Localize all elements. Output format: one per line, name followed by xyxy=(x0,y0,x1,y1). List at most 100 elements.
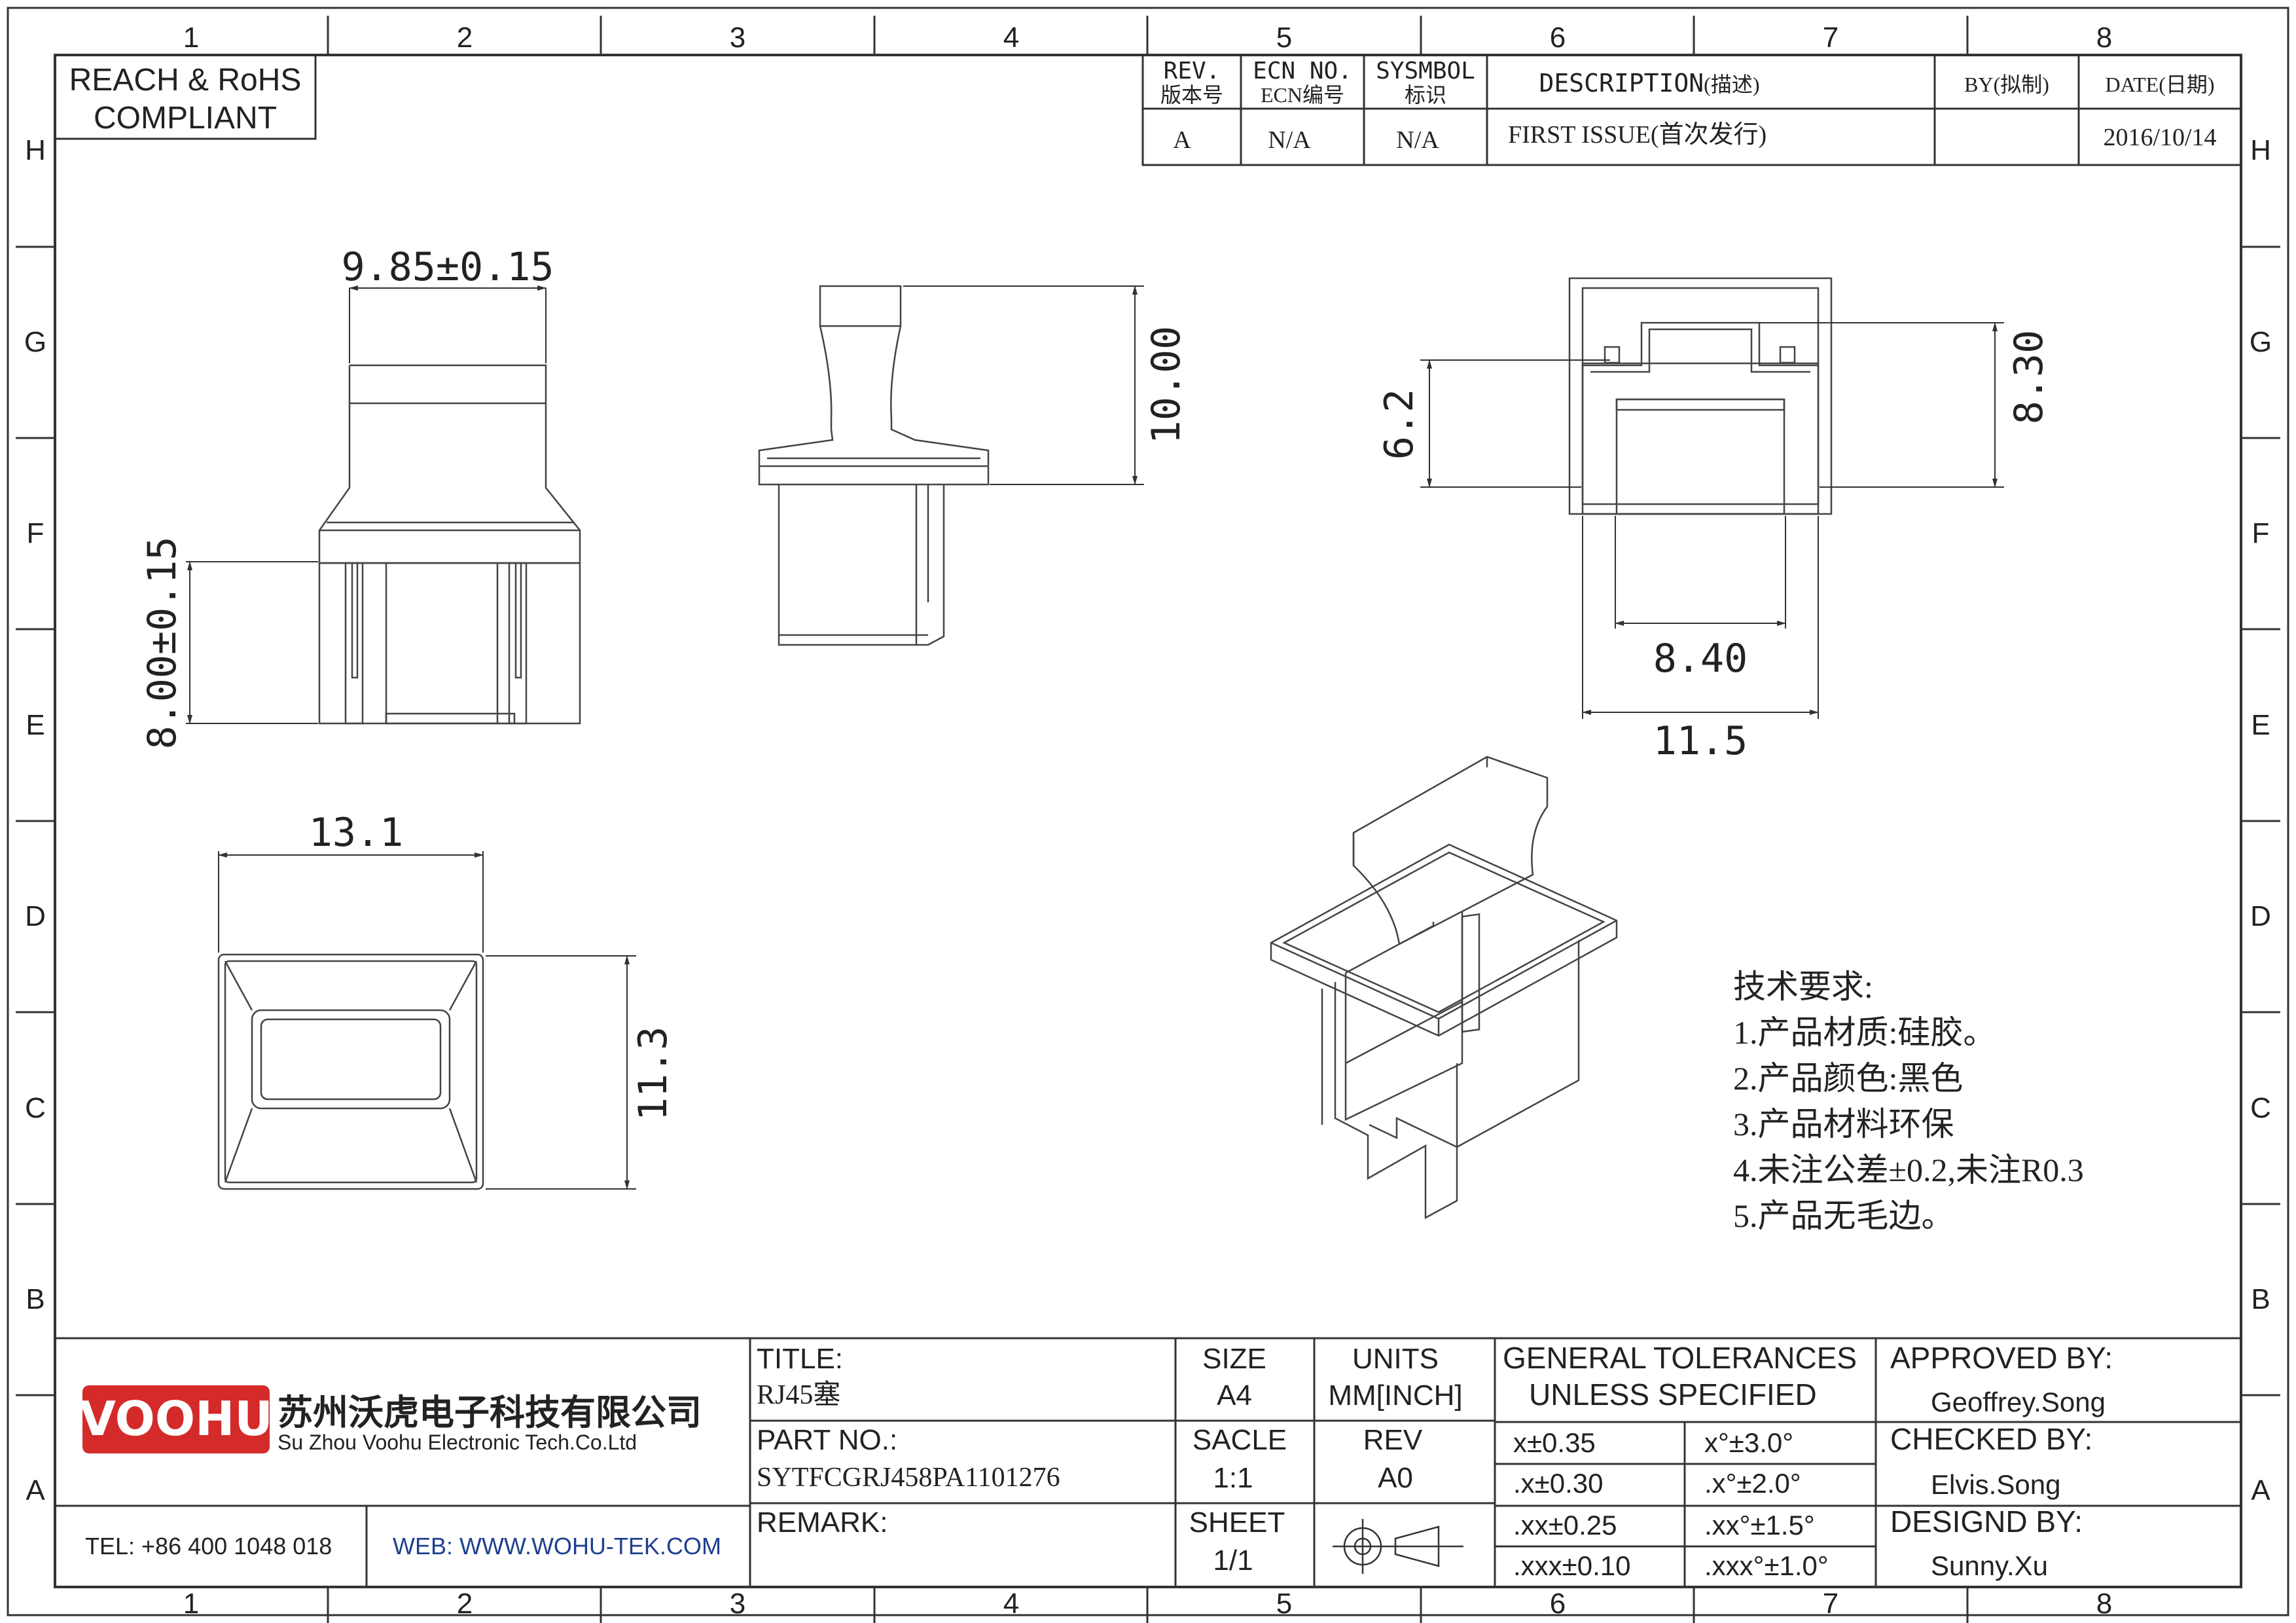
compliance-line2: COMPLIANT xyxy=(94,101,277,136)
size-value: A4 xyxy=(1217,1379,1252,1412)
row-label-right: F xyxy=(2252,517,2270,549)
zone-dividers xyxy=(16,16,2280,1623)
tolerance-linear: x±0.35 xyxy=(1513,1427,1596,1458)
web-link[interactable]: WEB: WWW.WOHU-TEK.COM xyxy=(393,1533,721,1559)
company-name-en: Su Zhou Voohu Electronic Tech.Co.Ltd xyxy=(278,1431,637,1454)
dim-bottom-height: 11.3 xyxy=(630,1027,676,1122)
partno-label: PART NO.: xyxy=(757,1424,897,1456)
ecn-header: ECN NO. xyxy=(1253,58,1352,84)
sheet-label: SHEET xyxy=(1189,1506,1285,1539)
logo-badge xyxy=(82,1385,270,1453)
rev-header-cn: 版本号 xyxy=(1160,83,1223,107)
compliance-box: REACH & RoHS COMPLIANT xyxy=(54,54,317,140)
approved-label: APPROVED BY: xyxy=(1890,1341,2113,1375)
front-view-dimensions xyxy=(186,285,547,724)
end-view-dimensions xyxy=(1420,322,2004,719)
description-header: DESCRIPTION(描述) xyxy=(1539,69,1760,98)
row-label-left: H xyxy=(25,134,46,166)
projection-symbol-icon xyxy=(1333,1519,1463,1574)
rev-value-tb: A0 xyxy=(1378,1462,1413,1494)
company-logo: VOOHU xyxy=(79,1385,273,1453)
tolerance-angular: x°±3.0° xyxy=(1704,1427,1793,1458)
col-label-top: 3 xyxy=(730,22,745,54)
row-label-right: A xyxy=(2251,1474,2270,1506)
tolerance-angular: .xxx°±1.0° xyxy=(1704,1550,1829,1581)
front-view xyxy=(318,364,581,725)
end-view xyxy=(1568,277,1833,515)
company-name-cn: 苏州沃虎电子科技有限公司 xyxy=(278,1392,702,1433)
dim-outer-width: 11.5 xyxy=(1653,718,1748,764)
row-label-left: C xyxy=(25,1092,46,1124)
side-view-dimensions xyxy=(903,285,1144,485)
date-header: DATE(日期) xyxy=(2105,73,2214,96)
rev-label: REV xyxy=(1363,1424,1423,1456)
bottom-view-dimensions xyxy=(218,851,636,1190)
col-label-bottom: 7 xyxy=(1823,1588,1839,1620)
row-label-right: B xyxy=(2251,1283,2270,1315)
approved-value: Geoffrey.Song xyxy=(1931,1387,2106,1417)
designed-value: Sunny.Xu xyxy=(1931,1550,2048,1581)
tolerance-linear: .xxx±0.10 xyxy=(1513,1550,1630,1581)
dim-top-width: 9.85±0.15 xyxy=(341,244,554,290)
compliance-line1: REACH & RoHS xyxy=(69,63,302,98)
tolerance-linear: .xx±0.25 xyxy=(1513,1510,1617,1541)
scale-value: 1:1 xyxy=(1213,1462,1253,1494)
col-label-top: 1 xyxy=(183,22,199,54)
row-label-left: G xyxy=(24,326,46,358)
revision-table: REV. 版本号 ECN NO. ECN编号 SYSMBOL 标识 DESCRI… xyxy=(1141,54,2242,166)
tech-req-item: 1.产品材质:硅胶。 xyxy=(1733,1014,1996,1051)
checked-value: Elvis.Song xyxy=(1931,1469,2060,1500)
row-label-right: C xyxy=(2250,1092,2271,1124)
tech-req-item: 3.产品材料环保 xyxy=(1733,1106,1954,1142)
tolerance-header-1: GENERAL TOLERANCES xyxy=(1503,1341,1857,1375)
symbol-value: N/A xyxy=(1396,126,1439,154)
rev-header: REV. xyxy=(1164,58,1221,84)
row-label-right: E xyxy=(2251,709,2270,741)
tech-requirements: 技术要求: 1.产品材质:硅胶。 2.产品颜色:黑色 3.产品材料环保 4.未注… xyxy=(1733,968,2084,1234)
dim-end-height-small: 6.2 xyxy=(1376,389,1422,460)
date-value: 2016/10/14 xyxy=(2103,124,2216,151)
remark-label: REMARK: xyxy=(757,1506,888,1539)
row-label-left: F xyxy=(27,517,45,549)
row-label-left: A xyxy=(26,1474,45,1506)
col-label-bottom: 5 xyxy=(1276,1588,1292,1620)
by-header: BY(拟制) xyxy=(1964,73,2049,96)
col-label-top: 6 xyxy=(1550,22,1566,54)
col-label-bottom: 1 xyxy=(183,1588,199,1620)
isometric-view xyxy=(1270,756,1618,1220)
title-label: TITLE: xyxy=(757,1343,843,1375)
symbol-header-cn: 标识 xyxy=(1405,83,1446,107)
tolerance-linear: .x±0.30 xyxy=(1513,1468,1603,1499)
tech-req-item: 5.产品无毛边。 xyxy=(1733,1197,1954,1234)
col-label-top: 4 xyxy=(1003,22,1019,54)
row-label-right: G xyxy=(2250,326,2272,358)
rev-value: A xyxy=(1173,126,1191,154)
dim-side-height: 10.00 xyxy=(1143,326,1189,445)
tolerance-angular: .xx°±1.5° xyxy=(1704,1510,1815,1541)
tolerance-angular: .x°±2.0° xyxy=(1704,1468,1801,1499)
tel-text: TEL: +86 400 1048 018 xyxy=(85,1533,332,1559)
scale-label: SACLE xyxy=(1193,1424,1287,1456)
col-label-top: 5 xyxy=(1276,22,1292,54)
description-value: FIRST ISSUE(首次发行) xyxy=(1508,121,1767,149)
dim-bottom-width: 13.1 xyxy=(309,810,404,856)
col-label-bottom: 6 xyxy=(1550,1588,1566,1620)
tech-req-item: 4.未注公差±0.2,未注R0.3 xyxy=(1733,1152,2084,1188)
size-label: SIZE xyxy=(1202,1343,1266,1375)
dim-end-height: 8.30 xyxy=(2006,330,2052,425)
col-label-bottom: 2 xyxy=(457,1588,473,1620)
row-label-left: B xyxy=(26,1283,45,1315)
row-label-left: D xyxy=(25,900,46,932)
col-label-top: 7 xyxy=(1823,22,1839,54)
units-value: MM[INCH] xyxy=(1328,1379,1462,1412)
logo-text: VOOHU xyxy=(79,1391,273,1446)
bottom-view xyxy=(217,953,484,1190)
ecn-value: N/A xyxy=(1268,126,1311,154)
partno-value: SYTFCGRJ458PA1101276 xyxy=(757,1463,1060,1493)
designed-label: DESIGND BY: xyxy=(1890,1504,2083,1539)
tolerance-header-2: UNLESS SPECIFIED xyxy=(1529,1377,1817,1412)
row-label-right: D xyxy=(2250,900,2271,932)
side-view xyxy=(758,285,990,646)
checked-label: CHECKED BY: xyxy=(1890,1422,2092,1456)
col-label-top: 2 xyxy=(457,22,473,54)
